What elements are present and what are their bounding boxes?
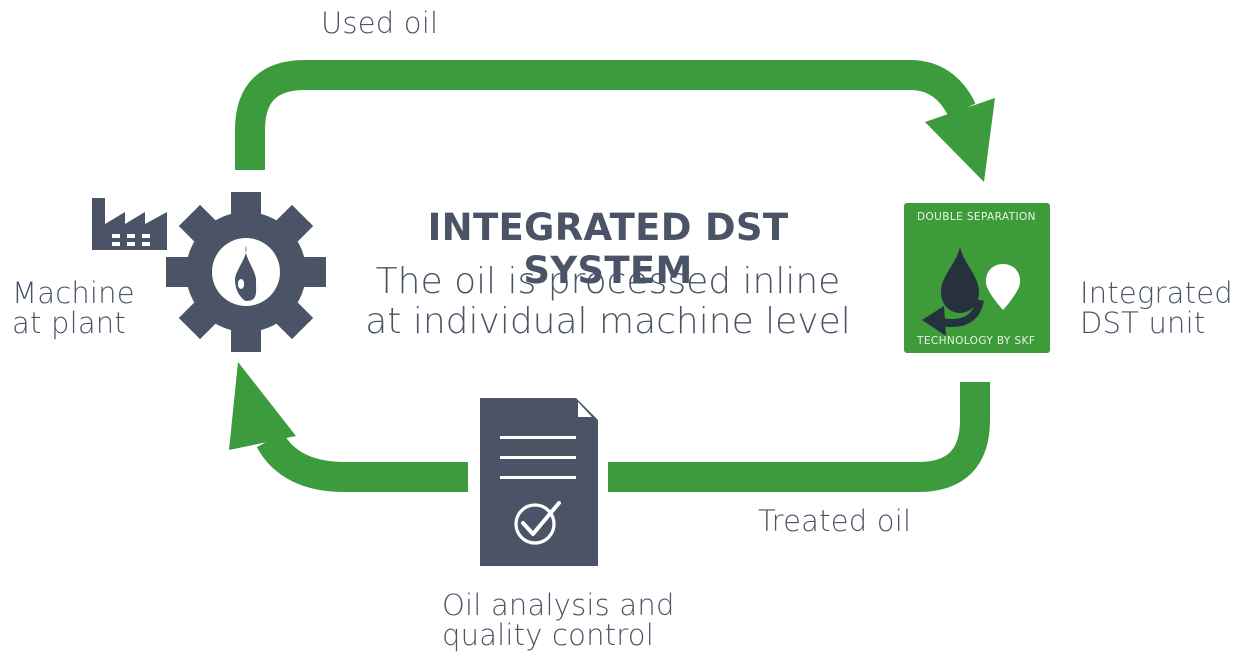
used-oil-arrow — [235, 60, 995, 182]
factory-icon — [92, 198, 167, 250]
subtitle-line: at individual machine level — [365, 301, 851, 343]
machine-label: Machine at plant — [12, 278, 135, 339]
analysis-label-line: quality control — [442, 618, 654, 653]
document-check-icon — [480, 398, 598, 566]
machine-label-line: at plant — [12, 306, 126, 341]
diagram-subtitle: The oil is processed inline at individua… — [352, 261, 864, 343]
dst-unit-label-line: DST unit — [1080, 306, 1206, 341]
subtitle-line: The oil is processed inline — [375, 261, 841, 302]
gear-oil-drop-icon — [166, 192, 326, 352]
analysis-label-line: Oil analysis and — [442, 588, 675, 622]
used-oil-label: Used oil — [321, 6, 439, 40]
machine-label-line: Machine — [12, 276, 135, 310]
diagram-title: INTEGRATED DST SYSTEM — [427, 206, 789, 292]
dst-unit-logo — [904, 203, 1050, 353]
dst-unit-label-line: Integrated — [1080, 276, 1233, 310]
dst-unit-label: Integrated DST unit — [1080, 278, 1233, 339]
badge-bottom-text: TECHNOLOGY BY SKF — [917, 335, 1036, 347]
analysis-label: Oil analysis and quality control — [442, 590, 675, 651]
badge-top-text: DOUBLE SEPARATION — [917, 211, 1036, 223]
treated-oil-arrow — [229, 362, 990, 492]
treated-oil-label: Treated oil — [758, 504, 912, 538]
